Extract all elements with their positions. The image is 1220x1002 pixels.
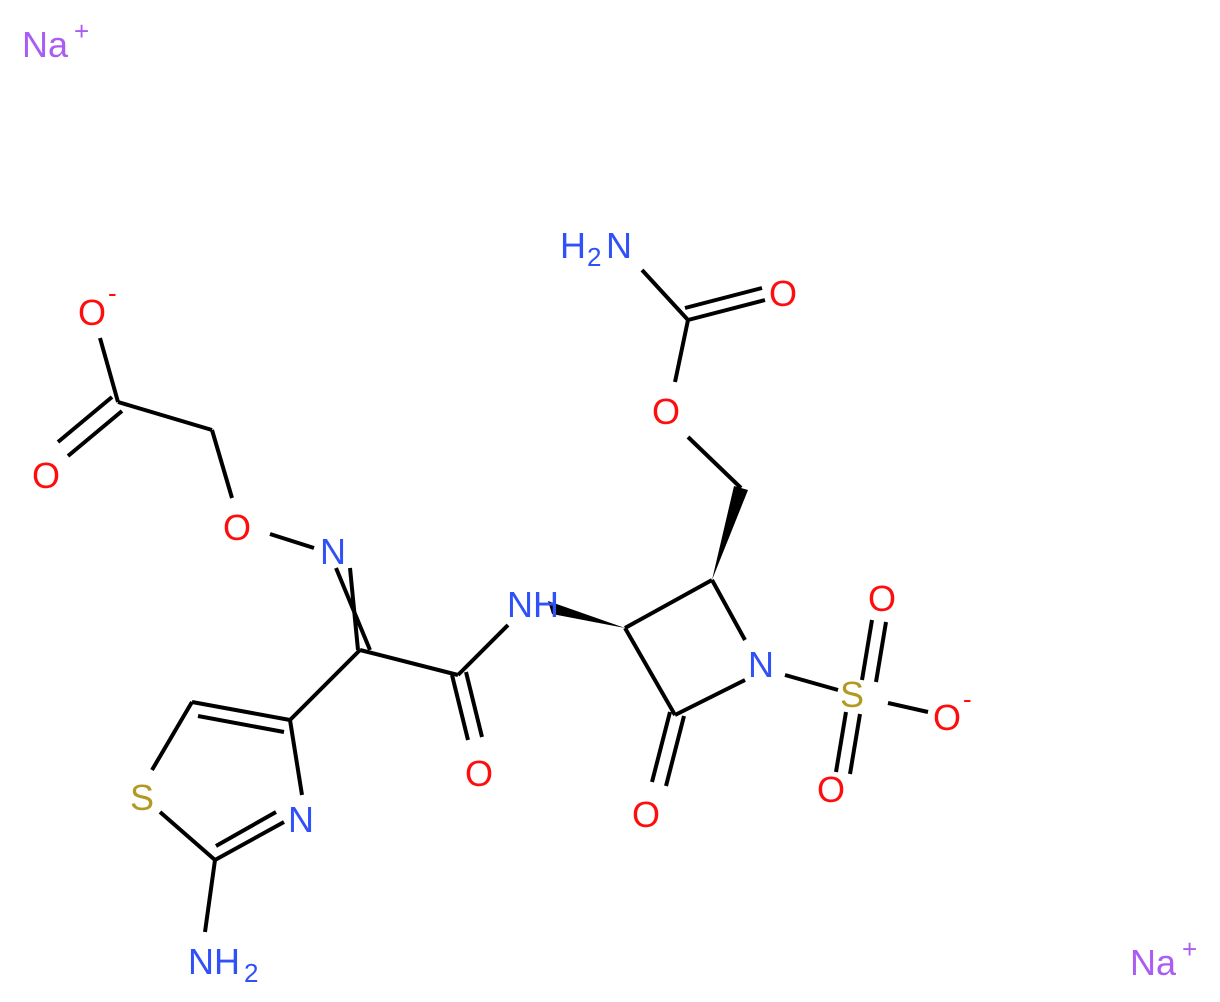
atom-labels: Na + Na + O - O O N NH O S N NH 2 H 2 N … — [22, 16, 1197, 988]
sulfonate-o-bottom-label: O — [817, 769, 845, 810]
carboxylate-o-minus-label: O — [78, 292, 106, 333]
bond-carbonyl-o-a — [450, 674, 470, 741]
bond-c-o-double-a — [56, 395, 114, 444]
bond-c4-n1 — [710, 579, 747, 641]
carbamate-n-label: N — [606, 225, 632, 266]
na-bottom-label: Na — [1130, 942, 1177, 983]
bond-thz-c2-n-b — [215, 810, 277, 848]
carboxylate-o-label: O — [32, 455, 60, 496]
bond-n1-s — [784, 673, 839, 692]
na-bottom-charge: + — [1182, 934, 1197, 964]
bond-s-o-bottom-b — [848, 713, 862, 775]
carboxylate-o-minus-charge: - — [108, 278, 117, 308]
bond-c2-o-b — [664, 715, 686, 787]
carbamate-o-double-label: O — [769, 273, 797, 314]
wedge-c3-nh — [548, 601, 625, 628]
bond-c2-o-a — [650, 711, 672, 783]
bond-thz-c4-c5-a — [191, 700, 291, 722]
bond-n1-c2 — [674, 678, 746, 717]
bond-carbonyl-o-b — [464, 671, 484, 738]
bond-thz-s-c2 — [158, 810, 217, 862]
bond-thz-c2-nh2 — [203, 859, 217, 933]
bond-o-c-carbamate — [673, 319, 690, 383]
amine-subscript: 2 — [244, 958, 258, 988]
amide-o-label: O — [465, 753, 493, 794]
bond-thz-c5-s — [150, 700, 194, 772]
bond-c3-c4 — [624, 578, 713, 630]
oxime-o-label: O — [223, 507, 251, 548]
bond-c-nh2-carbamate — [640, 268, 690, 322]
amine-label: NH — [188, 941, 240, 982]
bond-ch2-o — [210, 429, 234, 499]
bond-c2-c3 — [623, 627, 677, 716]
bond-s-o-top-a — [860, 619, 874, 681]
bond-c-o-double-b — [66, 409, 124, 458]
bond-o-n — [269, 532, 315, 550]
bond-carbonyl-nh — [456, 623, 510, 677]
lactam-o-label: O — [632, 794, 660, 835]
bond-s-o-top-b — [874, 621, 888, 683]
amide-nh-label: NH — [507, 584, 559, 625]
sulfonate-s-label: S — [840, 674, 864, 715]
bond-s-o-minus — [887, 701, 929, 714]
bond-c-ch2 — [117, 400, 213, 432]
carbamate-h-subscript: 2 — [587, 242, 601, 272]
bonds — [56, 268, 929, 933]
carbamate-o-ester-label: O — [652, 391, 680, 432]
bond-thz-n-c4 — [288, 719, 304, 796]
bond-c-thiazole — [288, 648, 362, 722]
na-top-charge: + — [74, 16, 89, 46]
wedge-c4-ch2 — [712, 486, 748, 580]
bond-c-o-carbamate-a — [687, 298, 766, 322]
sulfonate-o-minus-label: O — [933, 697, 961, 738]
bond-thz-c2-n-a — [214, 820, 285, 862]
bond-c-o-carbamate-b — [684, 286, 763, 310]
bond-c-carbonyl — [359, 648, 459, 677]
bond-thz-c4-c5-b — [197, 714, 285, 734]
oxime-n-label: N — [320, 531, 346, 572]
sulfonate-o-minus-charge: - — [963, 684, 972, 714]
sulfonate-o-top-label: O — [868, 578, 896, 619]
bond-s-o-bottom-a — [834, 711, 848, 773]
lactam-n-label: N — [748, 644, 774, 685]
thiazole-s-label: S — [130, 777, 154, 818]
bond-ch2-o-ester — [686, 435, 743, 490]
na-top-label: Na — [22, 24, 69, 65]
bond-n-c-b — [348, 567, 360, 651]
bond-c-ominus — [98, 337, 120, 403]
thiazole-n-label: N — [288, 799, 314, 840]
carbamate-h-label: H — [560, 225, 586, 266]
